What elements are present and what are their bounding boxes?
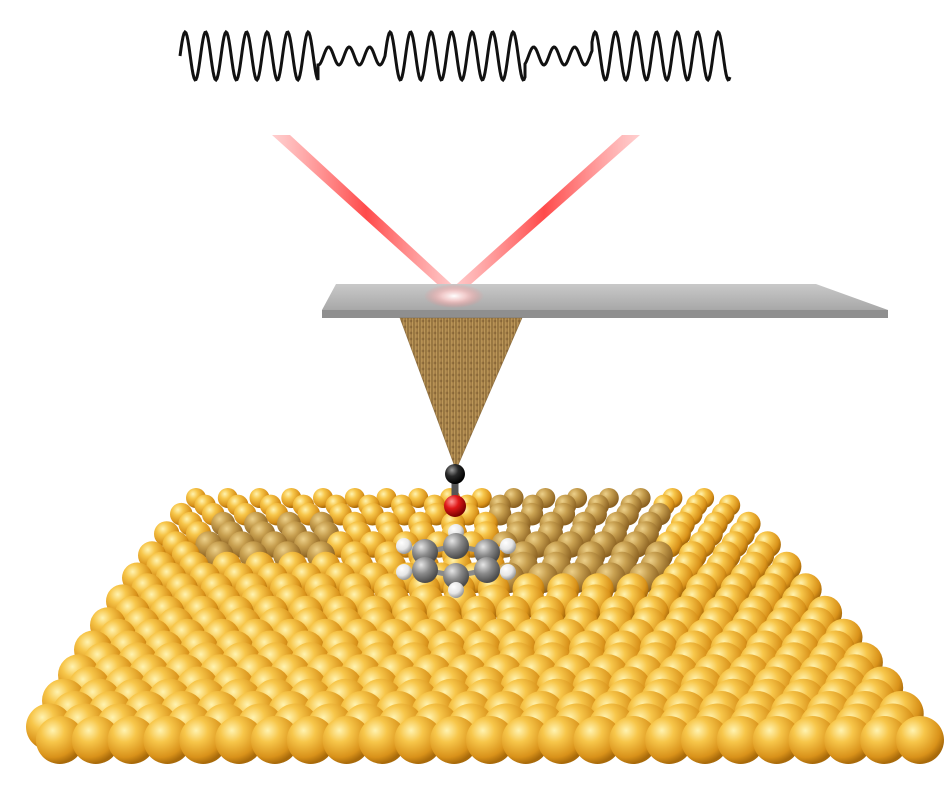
gold-atom bbox=[537, 716, 586, 764]
gold-atom bbox=[322, 716, 371, 764]
gold-atom bbox=[286, 716, 335, 764]
molecule-icon bbox=[396, 464, 516, 598]
cantilever-top bbox=[322, 284, 888, 310]
carbon-atom bbox=[412, 539, 438, 565]
cantilever-icon bbox=[322, 284, 888, 471]
gold-atom bbox=[645, 716, 694, 764]
carbon-atom bbox=[443, 533, 469, 559]
cantilever-edge bbox=[322, 310, 888, 318]
gold-atom bbox=[824, 716, 873, 764]
co-carbon-atom bbox=[445, 464, 465, 484]
gold-atom bbox=[408, 488, 429, 508]
gold-atom bbox=[609, 716, 658, 764]
gold-atom bbox=[107, 716, 156, 764]
gold-surface bbox=[26, 488, 944, 764]
gold-atom bbox=[71, 716, 120, 764]
gold-atom bbox=[215, 716, 264, 764]
laser-beam-icon bbox=[272, 135, 640, 292]
hydrogen-atom bbox=[396, 538, 412, 554]
gold-atom bbox=[179, 716, 228, 764]
gold-atom bbox=[860, 716, 909, 764]
laser-spot bbox=[424, 284, 484, 308]
afm-tip bbox=[400, 318, 522, 470]
gold-atom bbox=[394, 716, 443, 764]
carbon-atom bbox=[474, 557, 500, 583]
hydrogen-atom bbox=[500, 538, 516, 554]
gold-atom bbox=[143, 716, 192, 764]
gold-atom bbox=[501, 716, 550, 764]
carbon-atom bbox=[474, 539, 500, 565]
incident-laser-beam bbox=[272, 135, 460, 292]
gold-atom bbox=[573, 716, 622, 764]
reflected-laser-beam bbox=[448, 135, 640, 292]
oscillation-signal-trace bbox=[178, 29, 732, 83]
gold-atom bbox=[788, 716, 837, 764]
gold-atom bbox=[896, 716, 944, 764]
co-oxygen-atom bbox=[444, 495, 466, 517]
gold-atom bbox=[430, 716, 479, 764]
gold-atom bbox=[716, 716, 765, 764]
gold-atom bbox=[358, 716, 407, 764]
gold-atom bbox=[466, 716, 514, 764]
hydrogen-atom bbox=[396, 564, 412, 580]
carbon-atom bbox=[412, 557, 438, 583]
gold-atom bbox=[35, 716, 84, 764]
oscillation-wave-icon bbox=[178, 29, 732, 83]
gold-atom bbox=[250, 716, 299, 764]
gold-atom bbox=[752, 716, 801, 764]
gold-atom bbox=[681, 716, 729, 764]
hydrogen-atom bbox=[448, 582, 464, 598]
hydrogen-atom bbox=[500, 564, 516, 580]
carbon-atom bbox=[443, 563, 469, 589]
